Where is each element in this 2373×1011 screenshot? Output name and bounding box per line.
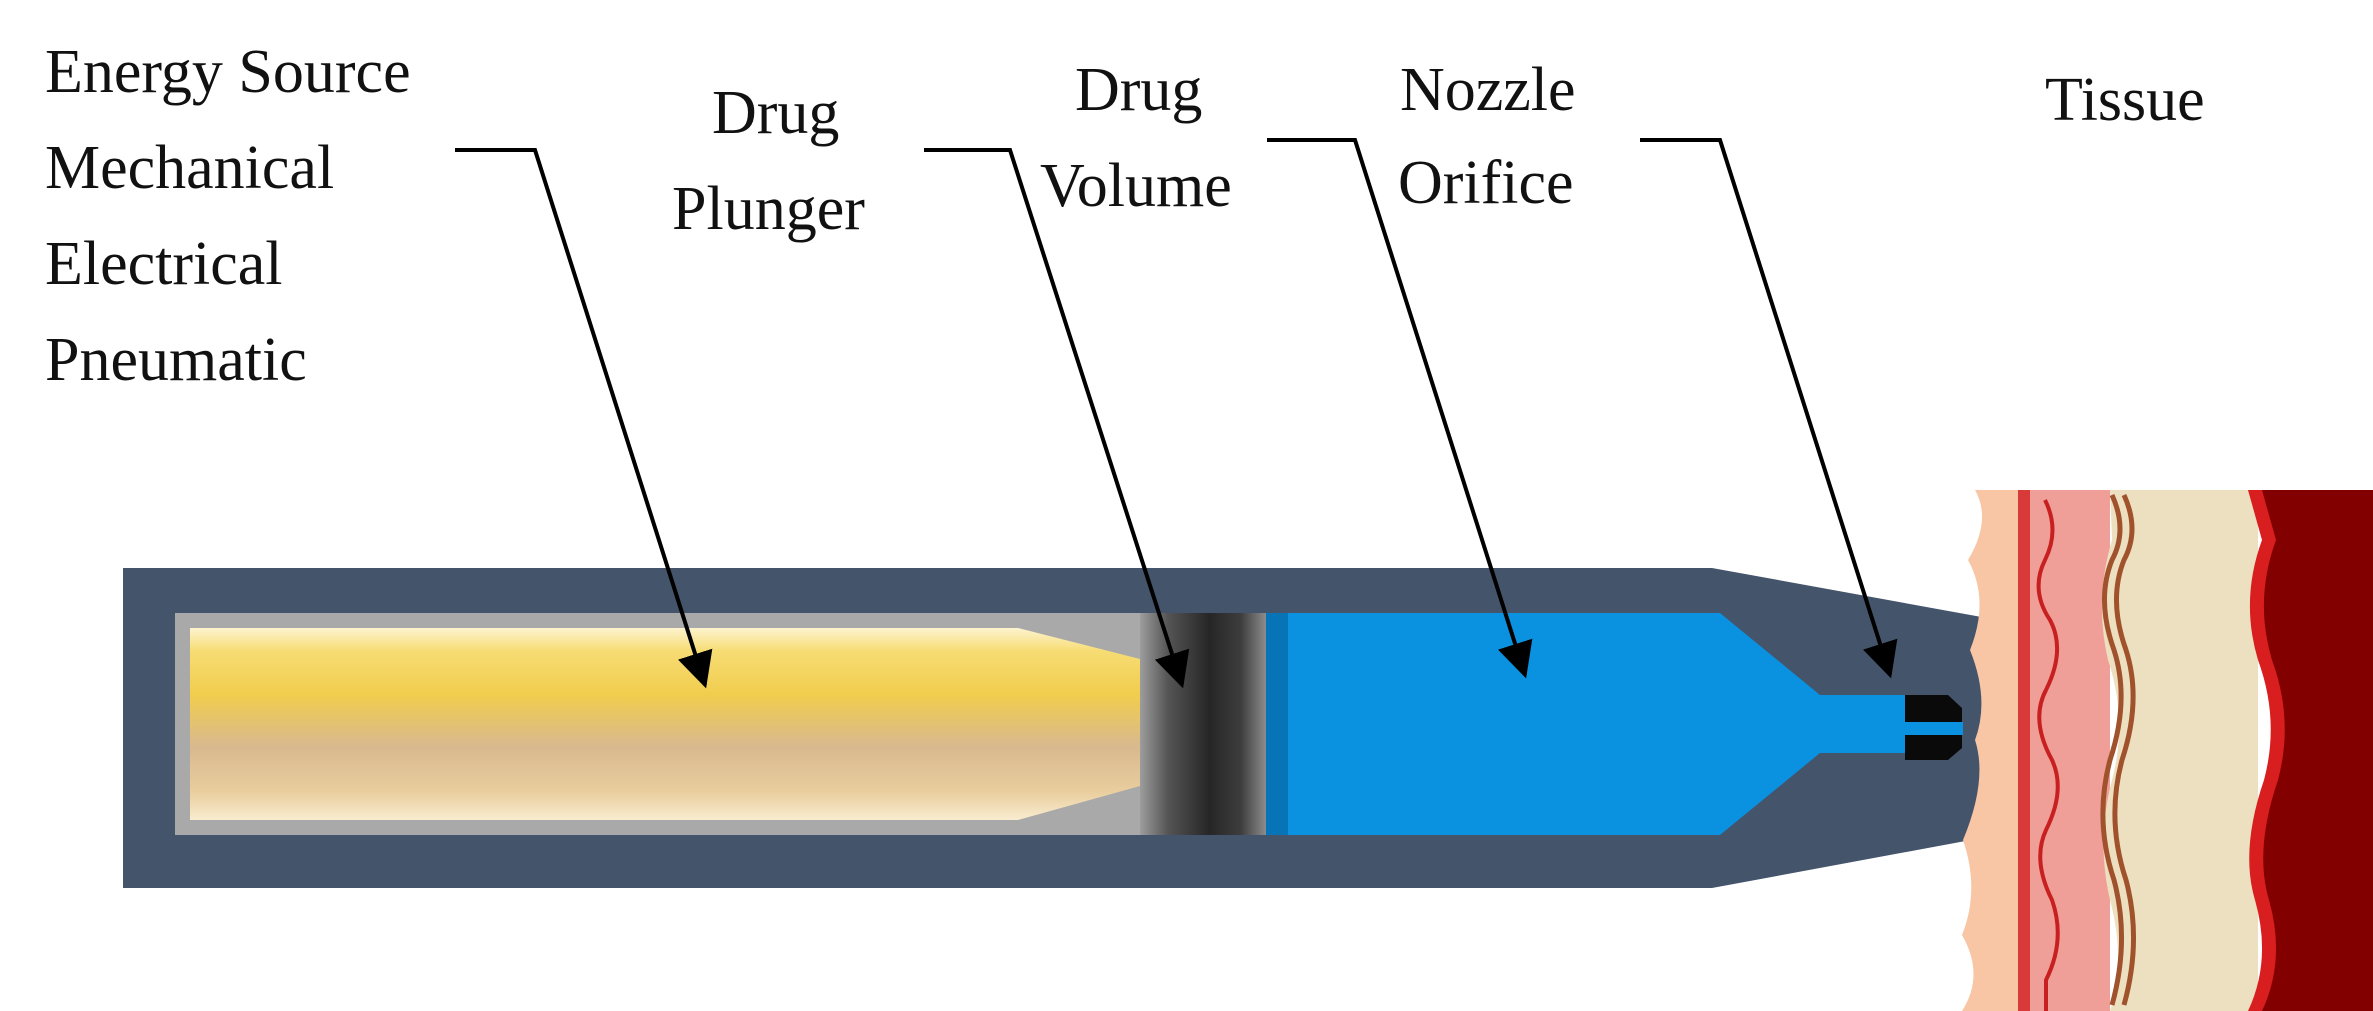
- tissue-fascia-line-1: [2100, 493, 2124, 1006]
- tissue-cross-section: [1962, 490, 2373, 1011]
- nozzle-tip-upper: [1905, 695, 1962, 722]
- tissue-dermis: [2018, 490, 2110, 1011]
- tissue-capillary-layer: [2018, 490, 2030, 1011]
- energy-source-cartridge: [190, 628, 1140, 820]
- tissue-muscle: [2262, 490, 2373, 1011]
- energy-source-line-1: Energy Source: [45, 38, 411, 106]
- nozzle-orifice-label: Nozzle Orifice: [1398, 56, 1591, 217]
- drug-volume-edge: [1266, 613, 1288, 835]
- tissue-fat: [2101, 490, 2258, 1011]
- drug-plunger-line-2: Plunger: [672, 175, 865, 243]
- tissue-label: Tissue: [2045, 66, 2205, 134]
- tissue-capillary-line: [2036, 499, 2060, 1011]
- energy-source-line-4: Pneumatic: [45, 326, 307, 394]
- drug-volume: [1266, 613, 1915, 835]
- nozzle-jet: [1905, 722, 1963, 735]
- nozzle-orifice-line-2: Orifice: [1398, 149, 1574, 217]
- energy-source-arrow: [455, 148, 713, 689]
- energy-source-line-3: Electrical: [45, 230, 283, 298]
- energy-source-line-2: Mechanical: [45, 134, 334, 202]
- nozzle-orifice-arrow: [1640, 138, 1898, 679]
- drug-plunger: [1140, 613, 1266, 835]
- nozzle-tip-lower: [1905, 735, 1962, 760]
- energy-source-label: Energy Source Mechanical Electrical Pneu…: [45, 38, 426, 394]
- drug-plunger-line-1: Drug: [712, 79, 839, 147]
- drug-volume-line-1: Drug: [1075, 56, 1202, 124]
- nozzle-orifice-line-1: Nozzle: [1400, 56, 1576, 124]
- drug-volume-arrow: [1267, 138, 1533, 679]
- drug-volume-line-2: Volume: [1040, 152, 1232, 220]
- tissue-fascia-line-2: [2112, 493, 2136, 1006]
- drug-plunger-arrow: [924, 148, 1190, 689]
- tissue-epidermis: [1962, 490, 2020, 1011]
- drug-volume-label: Drug Volume: [1040, 56, 1232, 220]
- drug-plunger-label: Drug Plunger: [672, 79, 865, 243]
